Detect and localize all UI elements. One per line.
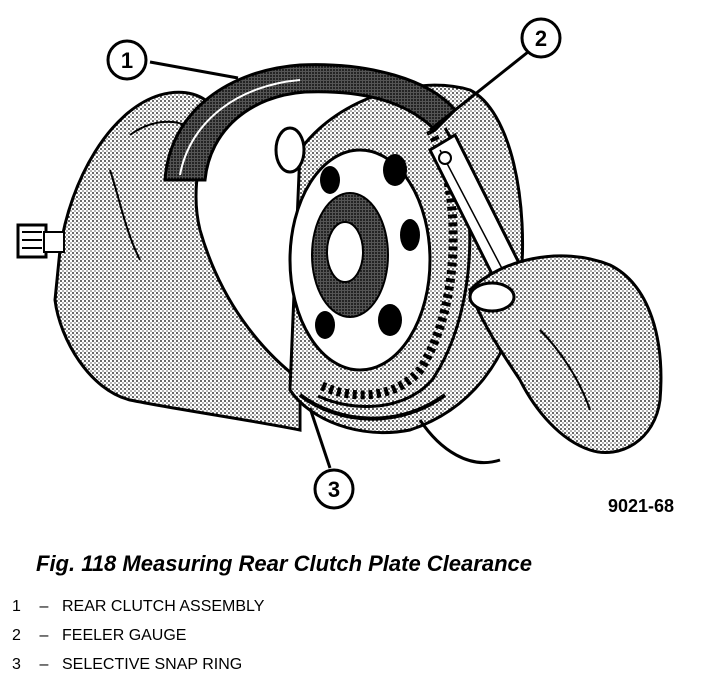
- legend-number: 2: [12, 627, 21, 644]
- callout-2-label: 2: [535, 26, 547, 51]
- legend-list: 1 – REAR CLUTCH ASSEMBLY 2 – FEELER GAUG…: [12, 592, 264, 679]
- screw: [16, 223, 65, 259]
- clutch-illustration: 1 2 3: [16, 17, 663, 510]
- legend-separator: –: [39, 656, 49, 673]
- callout-3-label: 3: [328, 477, 340, 502]
- legend-item: 2 – FEELER GAUGE: [12, 621, 264, 650]
- right-hand: [418, 254, 663, 465]
- legend-label: REAR CLUTCH ASSEMBLY: [62, 598, 265, 615]
- figure-code: 9021-68: [608, 496, 675, 516]
- figure-caption: Fig. 118 Measuring Rear Clutch Plate Cle…: [36, 551, 532, 576]
- legend-label: SELECTIVE SNAP RING: [62, 656, 243, 673]
- callout-1-label: 1: [121, 48, 133, 73]
- clutch-retainer-arc: [163, 63, 458, 182]
- callout-3: 3: [308, 407, 355, 510]
- legend-label: FEELER GAUGE: [62, 627, 187, 644]
- legend-number: 1: [12, 598, 21, 615]
- legend-item: 1 – REAR CLUTCH ASSEMBLY: [12, 592, 264, 621]
- legend-separator: –: [39, 598, 49, 615]
- legend-number: 3: [12, 656, 21, 673]
- legend-separator: –: [39, 627, 49, 644]
- callout-2: 2: [429, 17, 562, 132]
- legend-item: 3 – SELECTIVE SNAP RING: [12, 650, 264, 679]
- callout-1: 1: [106, 39, 239, 81]
